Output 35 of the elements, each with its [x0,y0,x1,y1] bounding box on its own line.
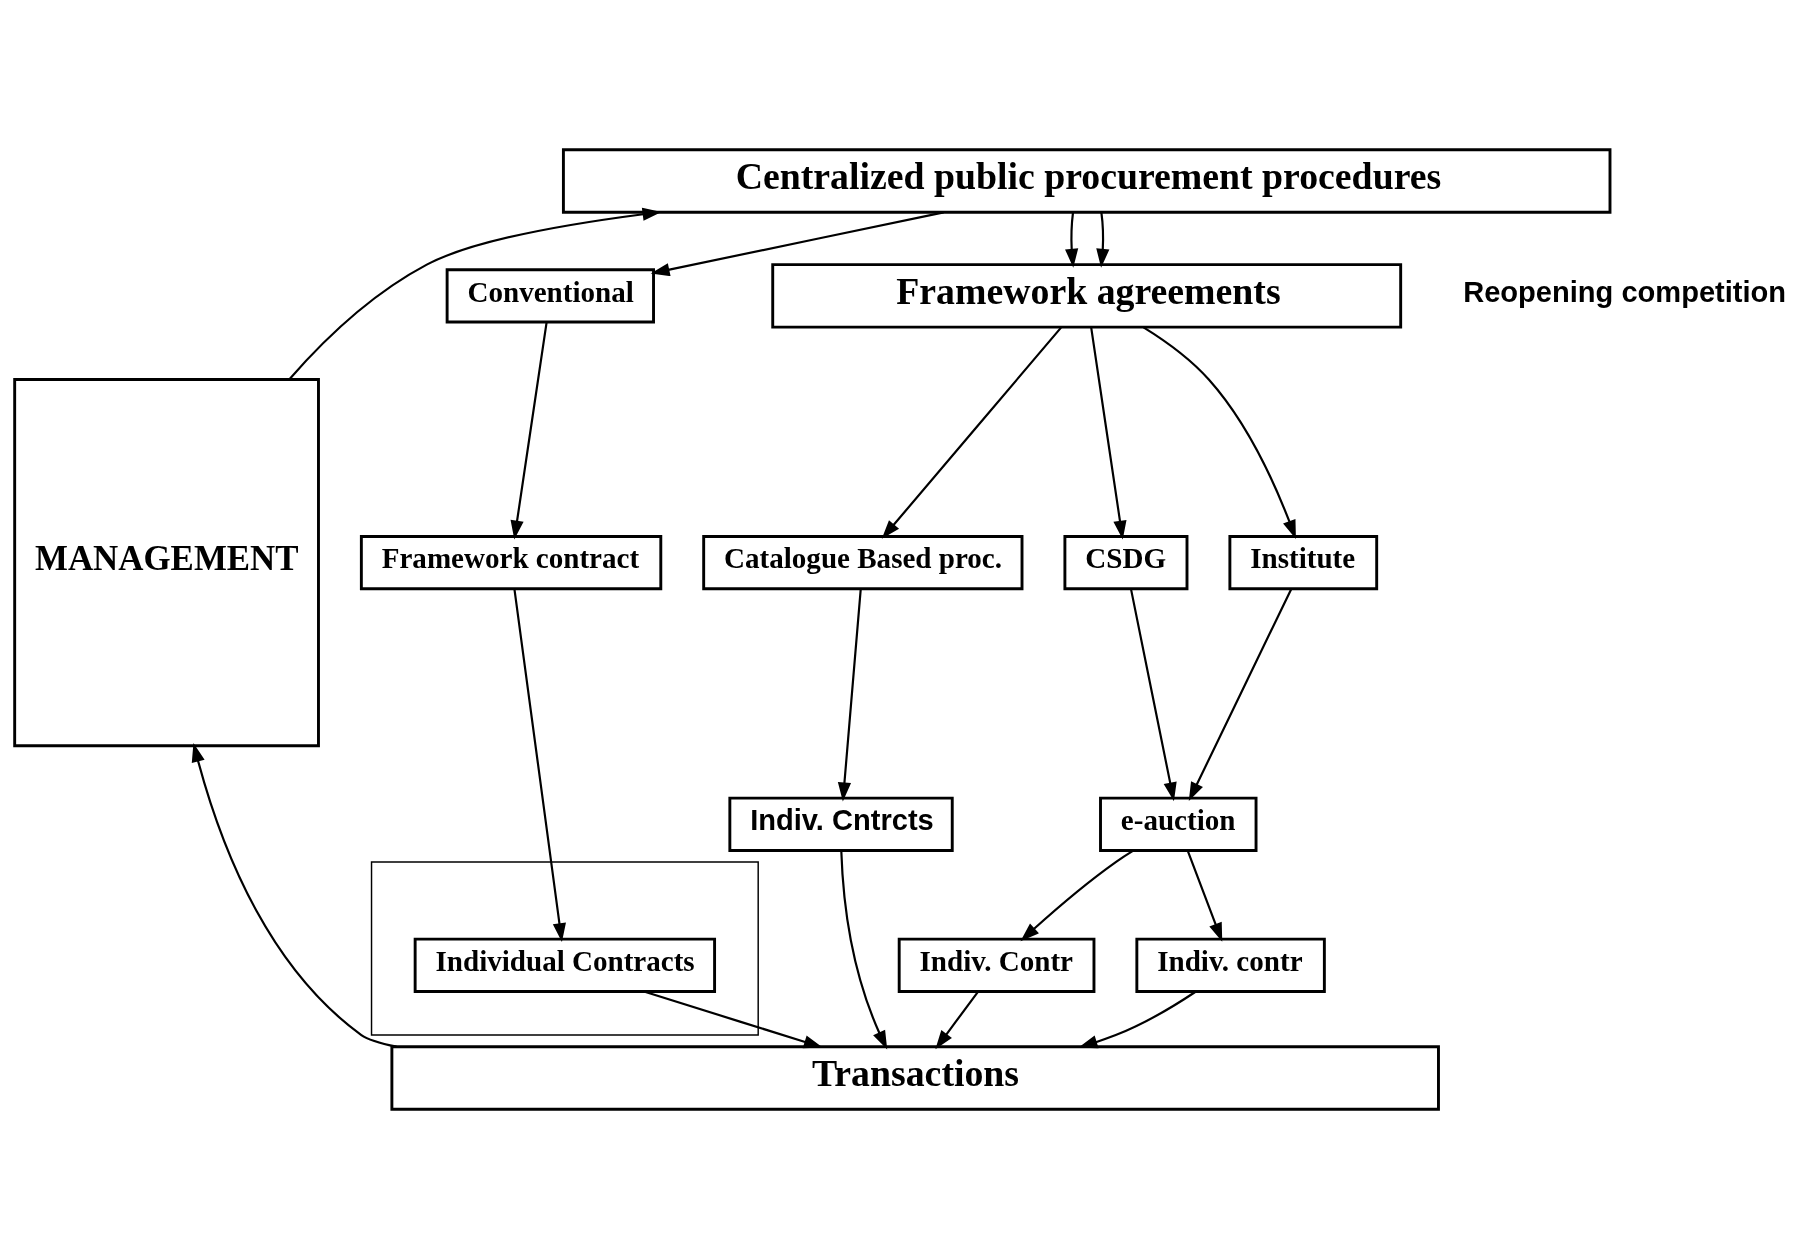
node-box: Centralized public procurement procedures [561,148,1612,214]
node-box: Framework agreements [771,263,1403,329]
label: Reopening competition [1463,275,1787,308]
node-box: e-auction [1099,796,1258,852]
arrow [1078,990,1197,1049]
arrow [643,990,823,1049]
node-box: Indiv. contr [1135,937,1326,993]
arrow [513,588,566,943]
arrow [1186,850,1223,942]
arrow [191,743,397,1048]
arrow [510,322,548,540]
arrow [1065,212,1079,268]
arrow [840,850,888,1050]
node-box: Institute [1228,535,1379,591]
arrow [288,207,662,381]
node-box: Catalogue Based proc. [702,535,1024,591]
node-box: Transactions [390,1045,1440,1111]
node-box: Indiv. Cntrcts [728,796,954,852]
arrow [1129,588,1177,802]
arrow [650,211,944,277]
arrow [837,588,862,802]
arrow [881,326,1062,539]
arrow [1090,327,1127,540]
node-box: Framework contract [359,535,663,591]
arrow [1096,212,1110,268]
arrow [1188,588,1293,802]
arrow [1020,849,1134,942]
node-box: CSDG [1063,535,1189,591]
cluster [370,861,759,1036]
node-box: Individual Contracts [413,937,717,993]
arrow [935,991,979,1050]
node-box: Conventional [445,268,655,324]
node-box: MANAGEMENT [13,378,320,748]
arrow [1142,326,1296,539]
node-box: Indiv. Contr [897,937,1096,993]
